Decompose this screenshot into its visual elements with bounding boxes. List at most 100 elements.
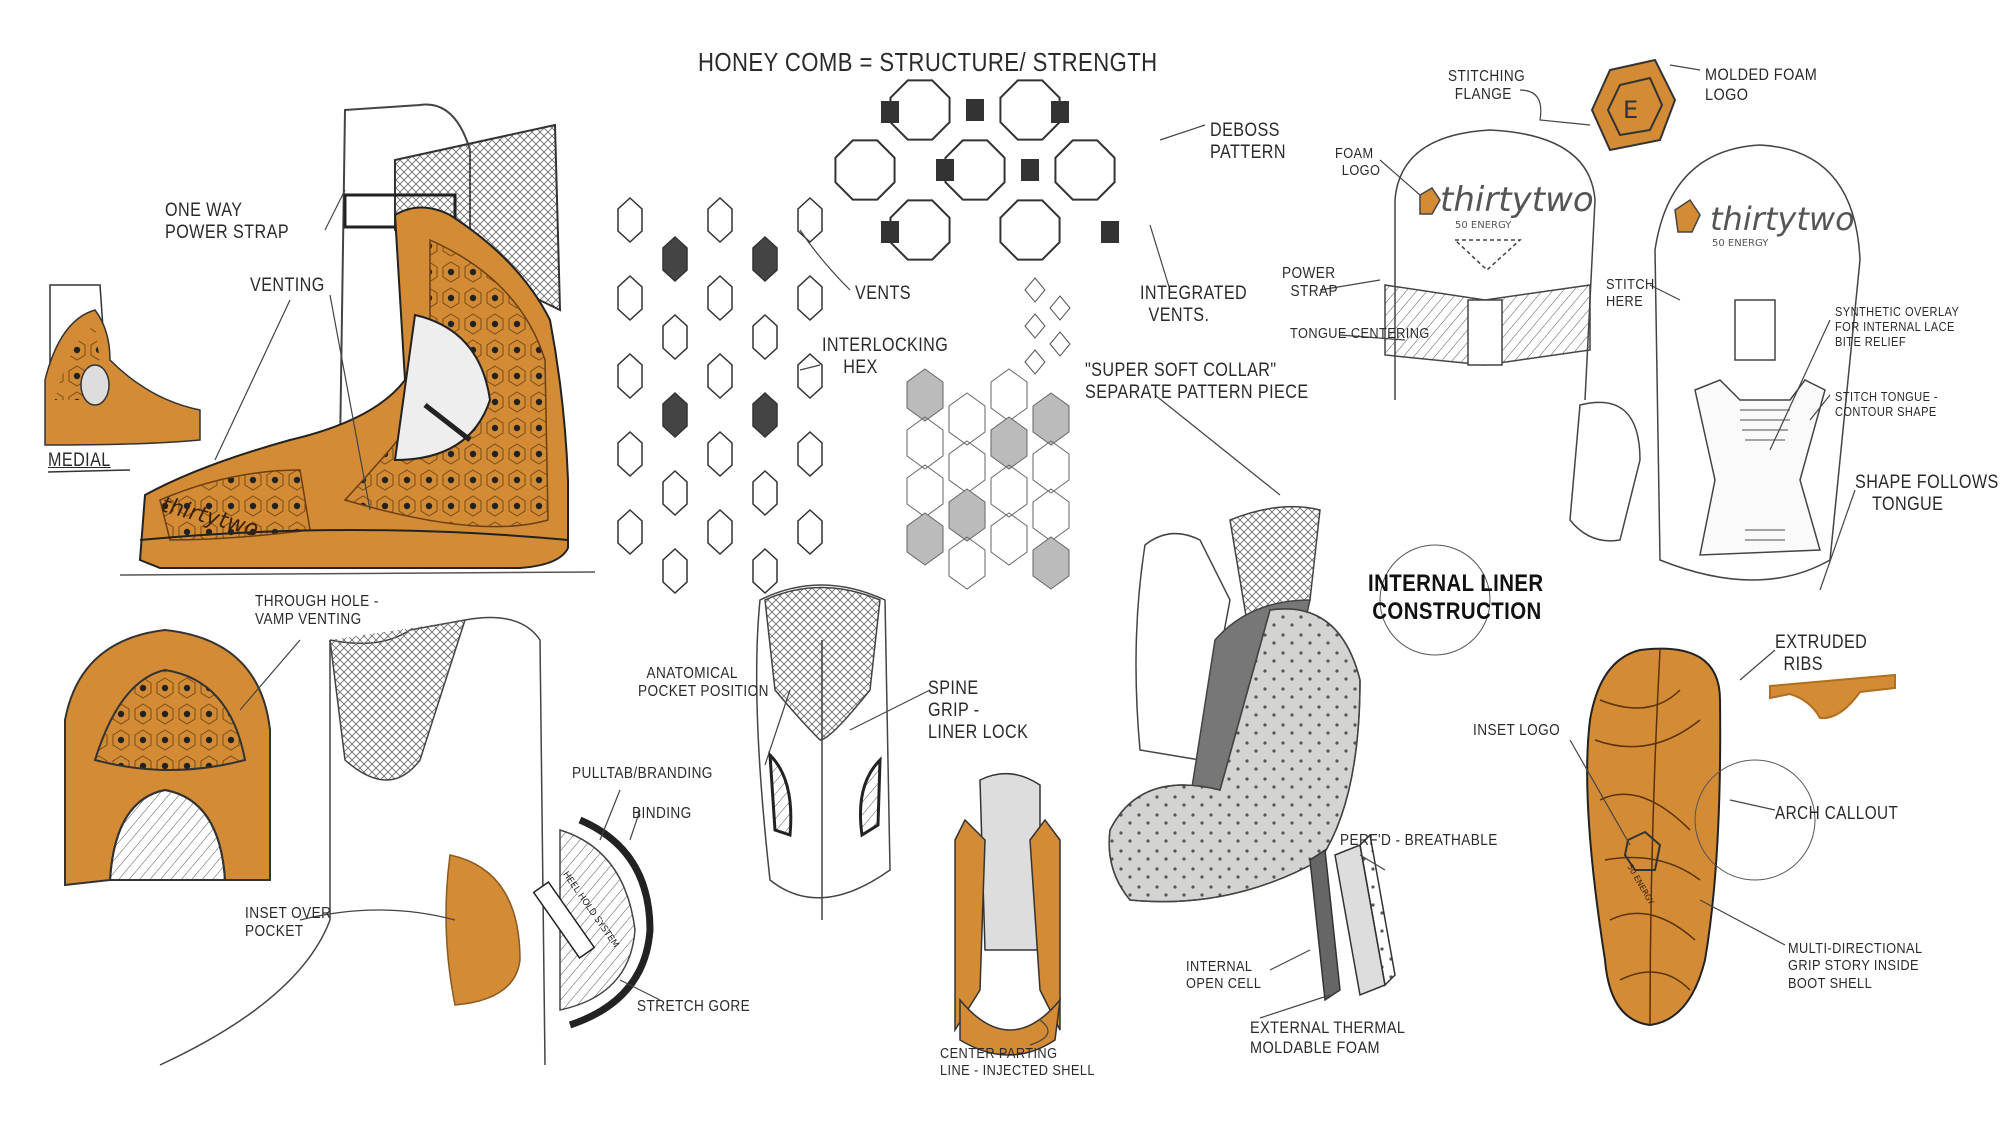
vent-hex-cell — [1032, 440, 1070, 494]
vent-square — [1101, 221, 1119, 243]
hex-cell — [797, 352, 823, 400]
hex-cell — [752, 469, 778, 517]
label-tongue-centering: TONGUE CENTERING — [1290, 325, 1430, 342]
brand-wordmark-tongue-front: thirtytwo — [1440, 180, 1594, 220]
label-inset-logo: INSET LOGO — [1473, 722, 1561, 739]
internal-liner-sketch — [1108, 505, 1491, 903]
hex-cell — [662, 313, 688, 361]
label-binding: BINDING — [632, 805, 692, 822]
octagon-cell — [944, 139, 1006, 201]
vent-square — [1021, 159, 1039, 181]
brand-wordmark-tongue-back: thirtytwo — [1710, 200, 1855, 238]
vent-square — [881, 101, 899, 123]
octagon-cell — [889, 199, 951, 261]
vent-hex-cell — [990, 368, 1028, 422]
vent-hex-cell — [948, 392, 986, 446]
molded-foam-logo-sketch: E — [1590, 58, 1677, 152]
hex-cell — [797, 508, 823, 556]
vent-hex-cell — [906, 512, 944, 566]
liner-heel-sketch — [159, 616, 654, 1066]
vent-hex-cell — [990, 512, 1028, 566]
hex-cell — [662, 469, 688, 517]
label-stitch-tongue: STITCH TONGUE -CONTOUR SHAPE — [1835, 389, 1938, 419]
hex-cell — [707, 196, 733, 244]
octagon-cell — [889, 79, 951, 141]
integrated-vents-pattern — [906, 277, 1071, 590]
octagon-cell — [834, 139, 896, 201]
hex-cell — [752, 313, 778, 361]
vent-square — [936, 159, 954, 181]
hex-cell — [707, 508, 733, 556]
hex-cell — [797, 430, 823, 478]
injected-shell-sketch — [954, 772, 1062, 1056]
deboss-octagon-pattern — [834, 79, 1119, 261]
tongue-front-sketch — [1384, 129, 1596, 401]
liner-top-sketch — [755, 584, 891, 920]
label-medial: MEDIAL — [48, 450, 111, 471]
label-vents: VENTS — [855, 283, 911, 304]
octagon-cell — [999, 199, 1061, 261]
vent-hex-cell — [948, 536, 986, 590]
vent-hex-cell — [948, 440, 986, 494]
hex-cell — [662, 391, 688, 439]
hex-cell — [617, 352, 643, 400]
diamond-cell — [1024, 313, 1046, 339]
hex-cell — [707, 430, 733, 478]
brand-tagline-tongue-front: 50 ENERGY — [1455, 220, 1512, 231]
hex-cell — [752, 391, 778, 439]
hex-cell — [707, 352, 733, 400]
hex-cell — [662, 235, 688, 283]
vent-hex-cell — [1032, 536, 1070, 590]
medial-boot-sketch — [44, 284, 201, 473]
vent-hex-cell — [906, 368, 944, 422]
hex-cell — [617, 274, 643, 322]
diamond-cell — [1049, 295, 1071, 321]
vent-hex-cell — [990, 464, 1028, 518]
vent-hex-cell — [906, 464, 944, 518]
label-perfd-breathable: PERF'D - BREATHABLE — [1340, 832, 1498, 849]
toe-cap-sketch — [64, 628, 271, 887]
label-stretch-gore: STRETCH GORE — [637, 998, 751, 1015]
hex-cell — [617, 508, 643, 556]
foam-layers-sketch — [1309, 833, 1396, 1002]
vent-square — [966, 99, 984, 121]
vent-hex-cell — [906, 416, 944, 470]
vent-hex-cell — [1032, 488, 1070, 542]
vent-hex-cell — [948, 488, 986, 542]
sheet-title: HONEY COMB = STRUCTURE/ STRENGTH — [698, 47, 1158, 77]
vent-hex-cell — [990, 416, 1028, 470]
hex-cell — [617, 430, 643, 478]
hex-cell — [797, 274, 823, 322]
label-venting: VENTING — [250, 275, 325, 296]
hex-cell — [617, 196, 643, 244]
vent-square — [1051, 101, 1069, 123]
hex-cell — [752, 547, 778, 595]
hex-cell — [662, 547, 688, 595]
label-through-hole: THROUGH HOLE -VAMP VENTING — [255, 593, 379, 629]
brand-tagline-tongue-back: 50 ENERGY — [1712, 238, 1769, 249]
label-pulltab-branding: PULLTAB/BRANDING — [572, 765, 713, 782]
label-arch-callout: ARCH CALLOUT — [1775, 803, 1899, 823]
callout-leader-lines — [214, 64, 1856, 1046]
vent-hex-cell — [1032, 392, 1070, 446]
octagon-cell — [999, 79, 1061, 141]
